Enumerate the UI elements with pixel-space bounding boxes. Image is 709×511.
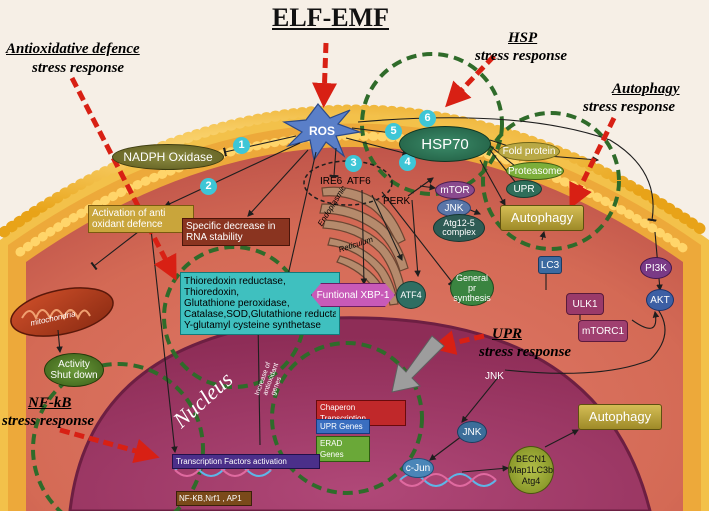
autophagy-nucleus-label: Autophagy: [588, 409, 652, 424]
atg12-5-node: Atg12-5 complex: [433, 214, 485, 242]
enzyme-item: Glutathione peroxidase,: [184, 298, 290, 309]
becn-line1: BECN1: [515, 453, 546, 464]
enzyme-item: Catalase,SOD,Glutathione reductase,: [184, 309, 336, 320]
jnk-nucleus-label: JNK: [462, 426, 482, 438]
enzyme-item: Thioredoxin,: [184, 287, 240, 298]
upr-genes-label: UPR Genes: [320, 422, 363, 431]
antioxidative-stress-label: Antioxidative defence: [6, 41, 140, 57]
atg-line1: Atg12-5: [443, 218, 475, 228]
lc3-label: LC3: [540, 259, 560, 271]
lc3-node: LC3: [538, 256, 562, 274]
jnk-right-label: JNK: [485, 371, 504, 382]
page-title: ELF-EMF: [272, 3, 389, 32]
step-badge-4: 4: [399, 154, 416, 171]
autophagy-nucleus-box: Autophagy: [578, 404, 662, 430]
mtorc1-node: mTORC1: [578, 320, 628, 342]
antioxidant-activation-line2: oxidant defence: [92, 219, 163, 230]
hsp70-node: HSP70: [399, 126, 491, 162]
antioxidant-activation-line1: Activation of anti: [92, 208, 166, 219]
autophagy-box: Autophagy: [500, 205, 584, 231]
rna-stability-box: Specific decrease in RNA stability: [182, 218, 290, 246]
step-badge-6: 6: [419, 110, 436, 127]
becn-line2: Map1LC3b: [508, 464, 554, 475]
step-badge-1: 1: [233, 137, 250, 154]
grey-arrow: [391, 335, 445, 393]
jnk-nucleus-node: JNK: [457, 421, 487, 443]
akt-label: AKT: [650, 294, 670, 306]
er-sensor-group: [303, 160, 393, 206]
autophagy-stress-label: Autophagy: [612, 81, 680, 97]
mtorc1-label: mTORC1: [581, 325, 625, 337]
ros-star: [282, 103, 363, 162]
jnk-label: JNK: [444, 202, 464, 214]
ros-label: ROS: [309, 124, 336, 138]
antioxidant-enzymes-box: Thioredoxin reductase, Thioredoxin, Glut…: [180, 272, 340, 335]
hsp-stress-sub: stress response: [475, 48, 568, 64]
erad-genes-box: ERAD Genes: [316, 436, 370, 462]
tf-names-box: NF-KB,Nrf1 , AP1: [176, 491, 252, 506]
general-line2: synthesis: [453, 293, 491, 303]
erad-genes-label: ERAD Genes: [320, 439, 344, 459]
rna-stability-line1: Specific decrease in: [186, 221, 276, 232]
general-line1: General pr: [455, 273, 489, 293]
cjun-node: c-Jun: [402, 458, 434, 478]
perk-label: PERK: [383, 196, 411, 207]
ire6-label: IRE6: [320, 176, 343, 187]
becn-line3: Atg4: [521, 475, 541, 486]
hsp70-label: HSP70: [421, 135, 469, 153]
fold-protein-label: Fold protein: [502, 146, 556, 157]
ulk1-node: ULK1: [566, 293, 604, 315]
mitochondria: [10, 287, 114, 337]
enzyme-item: Thioredoxin reductase,: [184, 276, 286, 287]
enzyme-item: Y-glutamyl cysteine synthetase: [184, 320, 321, 331]
step-badge-2: 2: [200, 178, 217, 195]
rna-stability-line2: RNA stability: [186, 232, 243, 243]
pi3k-node: PI3K: [640, 257, 672, 279]
transcription-factors-box: Transcription Factors activation: [172, 454, 320, 469]
activity-line1: Activity: [58, 359, 90, 370]
general-protein-synthesis-node: General pr synthesis: [450, 270, 494, 306]
proteasome-node: Proteasome: [506, 162, 564, 180]
nfkb-stress-sub: stress response: [2, 413, 95, 429]
antioxidative-stress-sub: stress response: [32, 60, 125, 76]
endoplasmic-reticulum: [319, 186, 409, 306]
step-badge-3: 3: [345, 155, 362, 172]
stress-arrows: [59, 42, 617, 464]
nfkb-stress-label: NF-kB: [28, 395, 72, 411]
xbp1-label: Funtional XBP-1: [316, 289, 390, 301]
atf6-label: ATF6: [347, 176, 371, 187]
akt-node: AKT: [646, 289, 674, 311]
upr-genes-box: UPR Genes: [316, 419, 370, 434]
tf-names-label: NF-KB,Nrf1 , AP1: [179, 494, 242, 503]
activity-line2: Shut down: [50, 370, 98, 381]
transcription-factors-label: Transcription Factors activation: [176, 457, 287, 466]
atf4-node: ATF4: [396, 281, 426, 309]
autophagy-stress-sub: stress response: [583, 99, 676, 115]
upr-node-label: UPR: [513, 183, 535, 195]
mtor-label: mTOR: [440, 184, 470, 196]
ulk1-label: ULK1: [572, 298, 598, 310]
cjun-label: c-Jun: [405, 462, 431, 474]
mtor-node: mTOR: [435, 181, 475, 199]
autophagy-genes-node: BECN1 Map1LC3b Atg4: [508, 446, 554, 494]
autophagy-box-label: Autophagy: [510, 210, 574, 225]
proteasome-label: Proteasome: [508, 165, 562, 177]
antioxidant-activation-box: Activation of anti oxidant defence: [88, 205, 194, 233]
chaperon-label: Chaperon Transcription: [320, 403, 366, 423]
pi3k-label: PI3K: [645, 262, 667, 274]
fold-protein-node: Fold protein: [498, 142, 560, 161]
activity-shutdown-node: Activity Shut down: [44, 353, 104, 387]
upr-stress-label: UPR: [492, 326, 522, 342]
nadph-oxidase-label: NADPH Oxidase: [123, 149, 213, 164]
upr-stress-sub: stress response: [479, 344, 572, 360]
nadph-oxidase-node: NADPH Oxidase: [112, 144, 224, 170]
atg-line2: complex: [442, 227, 476, 237]
hsp-stress-label: HSP: [508, 30, 538, 46]
upr-node: UPR: [506, 180, 542, 198]
step-badge-5: 5: [385, 123, 402, 140]
atf4-label: ATF4: [400, 289, 422, 300]
xbp1-node: Funtional XBP-1: [311, 283, 395, 307]
